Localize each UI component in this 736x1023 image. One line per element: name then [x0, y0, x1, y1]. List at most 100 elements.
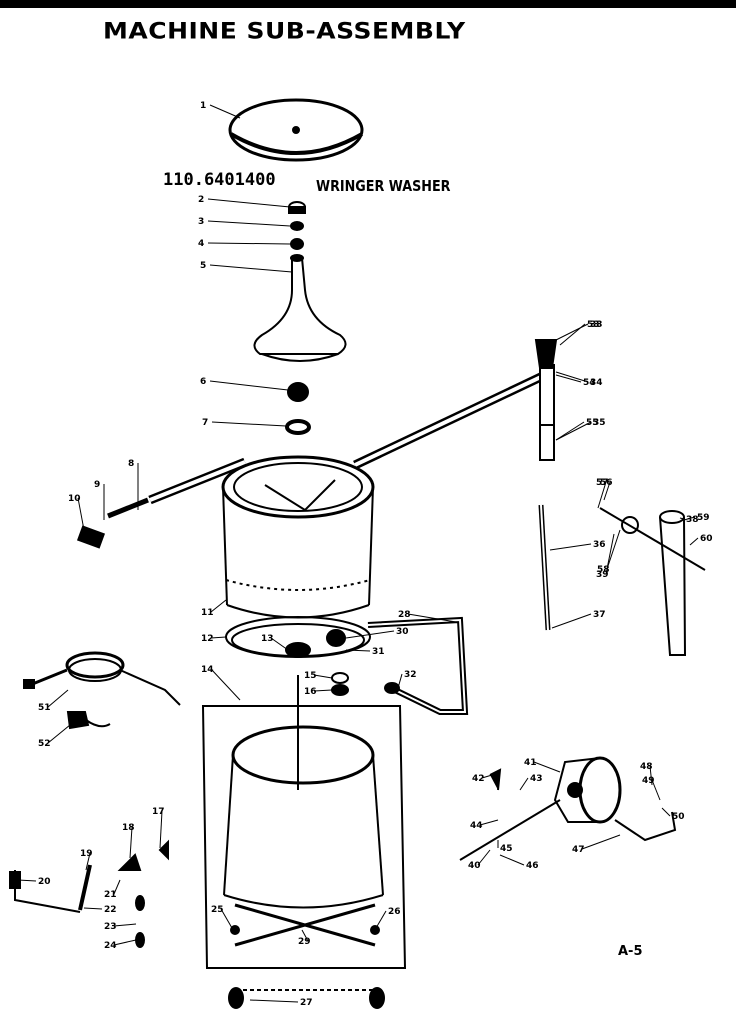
- callout-leader-16: [313, 689, 333, 692]
- callout-number-50: 50: [672, 812, 685, 822]
- callout-number-39: 39: [596, 570, 609, 580]
- callout-number-14: 14: [201, 665, 214, 675]
- callout-number-10: 10: [68, 494, 81, 504]
- callout-number-12: 12: [201, 634, 214, 644]
- model-number: 110.6401400: [163, 170, 276, 190]
- callout-leader-52: [47, 724, 71, 744]
- part-tub: [221, 455, 375, 619]
- callout-leader-42: [481, 774, 493, 779]
- callout-leader-34: [555, 371, 589, 383]
- callout-number-47: 47: [572, 845, 585, 855]
- callout-leader-24: [113, 939, 137, 946]
- part-drain-hose: [367, 616, 469, 715]
- callout-leader-37: [551, 613, 592, 629]
- part-bushing: [287, 382, 309, 402]
- callout-leader-58: [606, 529, 621, 570]
- callout-number-19: 19: [80, 849, 93, 859]
- part-lid: [228, 98, 364, 162]
- callout-number-28: 28: [398, 610, 411, 620]
- callout-number-55: 55: [586, 418, 599, 428]
- callout-number-18: 18: [122, 823, 135, 833]
- callout-number-45: 45: [500, 844, 513, 854]
- callout-leader-49: [651, 779, 661, 801]
- callout-leader-47: [581, 834, 621, 850]
- callout-leader-35: [555, 421, 592, 441]
- callout-number-31: 31: [372, 647, 385, 657]
- callout-leader-36: [549, 543, 592, 551]
- callout-number-1: 1: [200, 101, 206, 111]
- callout-leader-53: [559, 323, 586, 346]
- callout-number-17: 17: [152, 807, 165, 817]
- callout-number-37: 37: [593, 610, 606, 620]
- callout-number-35: 35: [593, 418, 606, 428]
- part-agitator: [253, 254, 347, 362]
- callout-number-23: 23: [104, 922, 117, 932]
- part-vertical-tube: [659, 510, 687, 656]
- callout-leader-55: [555, 421, 585, 441]
- callout-number-13: 13: [261, 634, 274, 644]
- part-drive-bracket: [538, 504, 706, 631]
- part-washer-3: [290, 221, 304, 231]
- part-motor: [459, 756, 677, 861]
- callout-leader-41: [533, 761, 561, 773]
- part-wringer-shaft: [76, 370, 547, 549]
- callout-leader-40: [477, 849, 491, 866]
- callout-leader-54: [555, 374, 582, 383]
- callout-number-52: 52: [38, 739, 51, 749]
- callout-number-7: 7: [202, 418, 208, 428]
- part-cabinet-frame: [201, 705, 407, 969]
- callout-number-43: 43: [530, 774, 543, 784]
- callout-leader-44: [479, 819, 499, 826]
- callout-number-16: 16: [304, 687, 317, 697]
- page-title: MACHINE SUB-ASSEMBLY: [103, 18, 466, 45]
- callout-leader-11: [210, 599, 227, 613]
- callout-leader-27: [249, 999, 299, 1003]
- part-legs: [230, 903, 380, 947]
- callout-leader-38: [679, 517, 685, 520]
- callout-leader-28: [407, 613, 457, 623]
- callout-number-41: 41: [524, 758, 537, 768]
- part-outer-tub: [223, 725, 384, 909]
- callout-leader-12: [210, 636, 227, 639]
- callout-leader-59: [683, 516, 696, 521]
- callout-leader-29: [301, 929, 309, 942]
- part-wringer-post: [534, 339, 558, 461]
- top-border: [0, 0, 736, 8]
- callout-leader-10: [77, 497, 85, 531]
- callout-number-30: 30: [396, 627, 409, 637]
- callout-leader-46: [499, 854, 525, 866]
- callout-leader-60: [689, 537, 699, 546]
- callout-leader-20: [17, 879, 37, 882]
- callout-leader-26: [375, 910, 387, 929]
- callout-leader-19: [85, 852, 91, 871]
- callout-leader-51: [47, 689, 69, 708]
- callout-leader-17: [159, 810, 163, 849]
- part-power-cord: [23, 651, 181, 706]
- callout-number-49: 49: [642, 776, 655, 786]
- part-hub: [285, 629, 349, 696]
- callout-number-29: 29: [298, 937, 311, 947]
- callout-number-27: 27: [300, 998, 313, 1008]
- callout-number-48: 48: [640, 762, 653, 772]
- callout-number-56: 56: [600, 478, 613, 488]
- callout-leader-7: [211, 421, 287, 427]
- callout-number-32: 32: [404, 670, 417, 680]
- callout-number-6: 6: [200, 377, 206, 387]
- callout-number-25: 25: [211, 905, 224, 915]
- callout-leader-31: [345, 649, 371, 652]
- callout-number-8: 8: [128, 459, 134, 469]
- callout-number-11: 11: [201, 608, 214, 618]
- callout-number-60: 60: [700, 534, 713, 544]
- callout-number-59: 59: [697, 513, 710, 523]
- part-casters: [228, 987, 385, 1009]
- callout-number-2: 2: [198, 195, 204, 205]
- callout-leader-30: [345, 630, 395, 639]
- callout-number-21: 21: [104, 890, 117, 900]
- part-switch: [66, 711, 111, 730]
- callout-number-15: 15: [304, 671, 317, 681]
- page-number: A-5: [618, 944, 643, 959]
- callout-number-33: 33: [590, 320, 603, 330]
- part-seal: [285, 419, 311, 435]
- callout-leader-14: [210, 668, 241, 701]
